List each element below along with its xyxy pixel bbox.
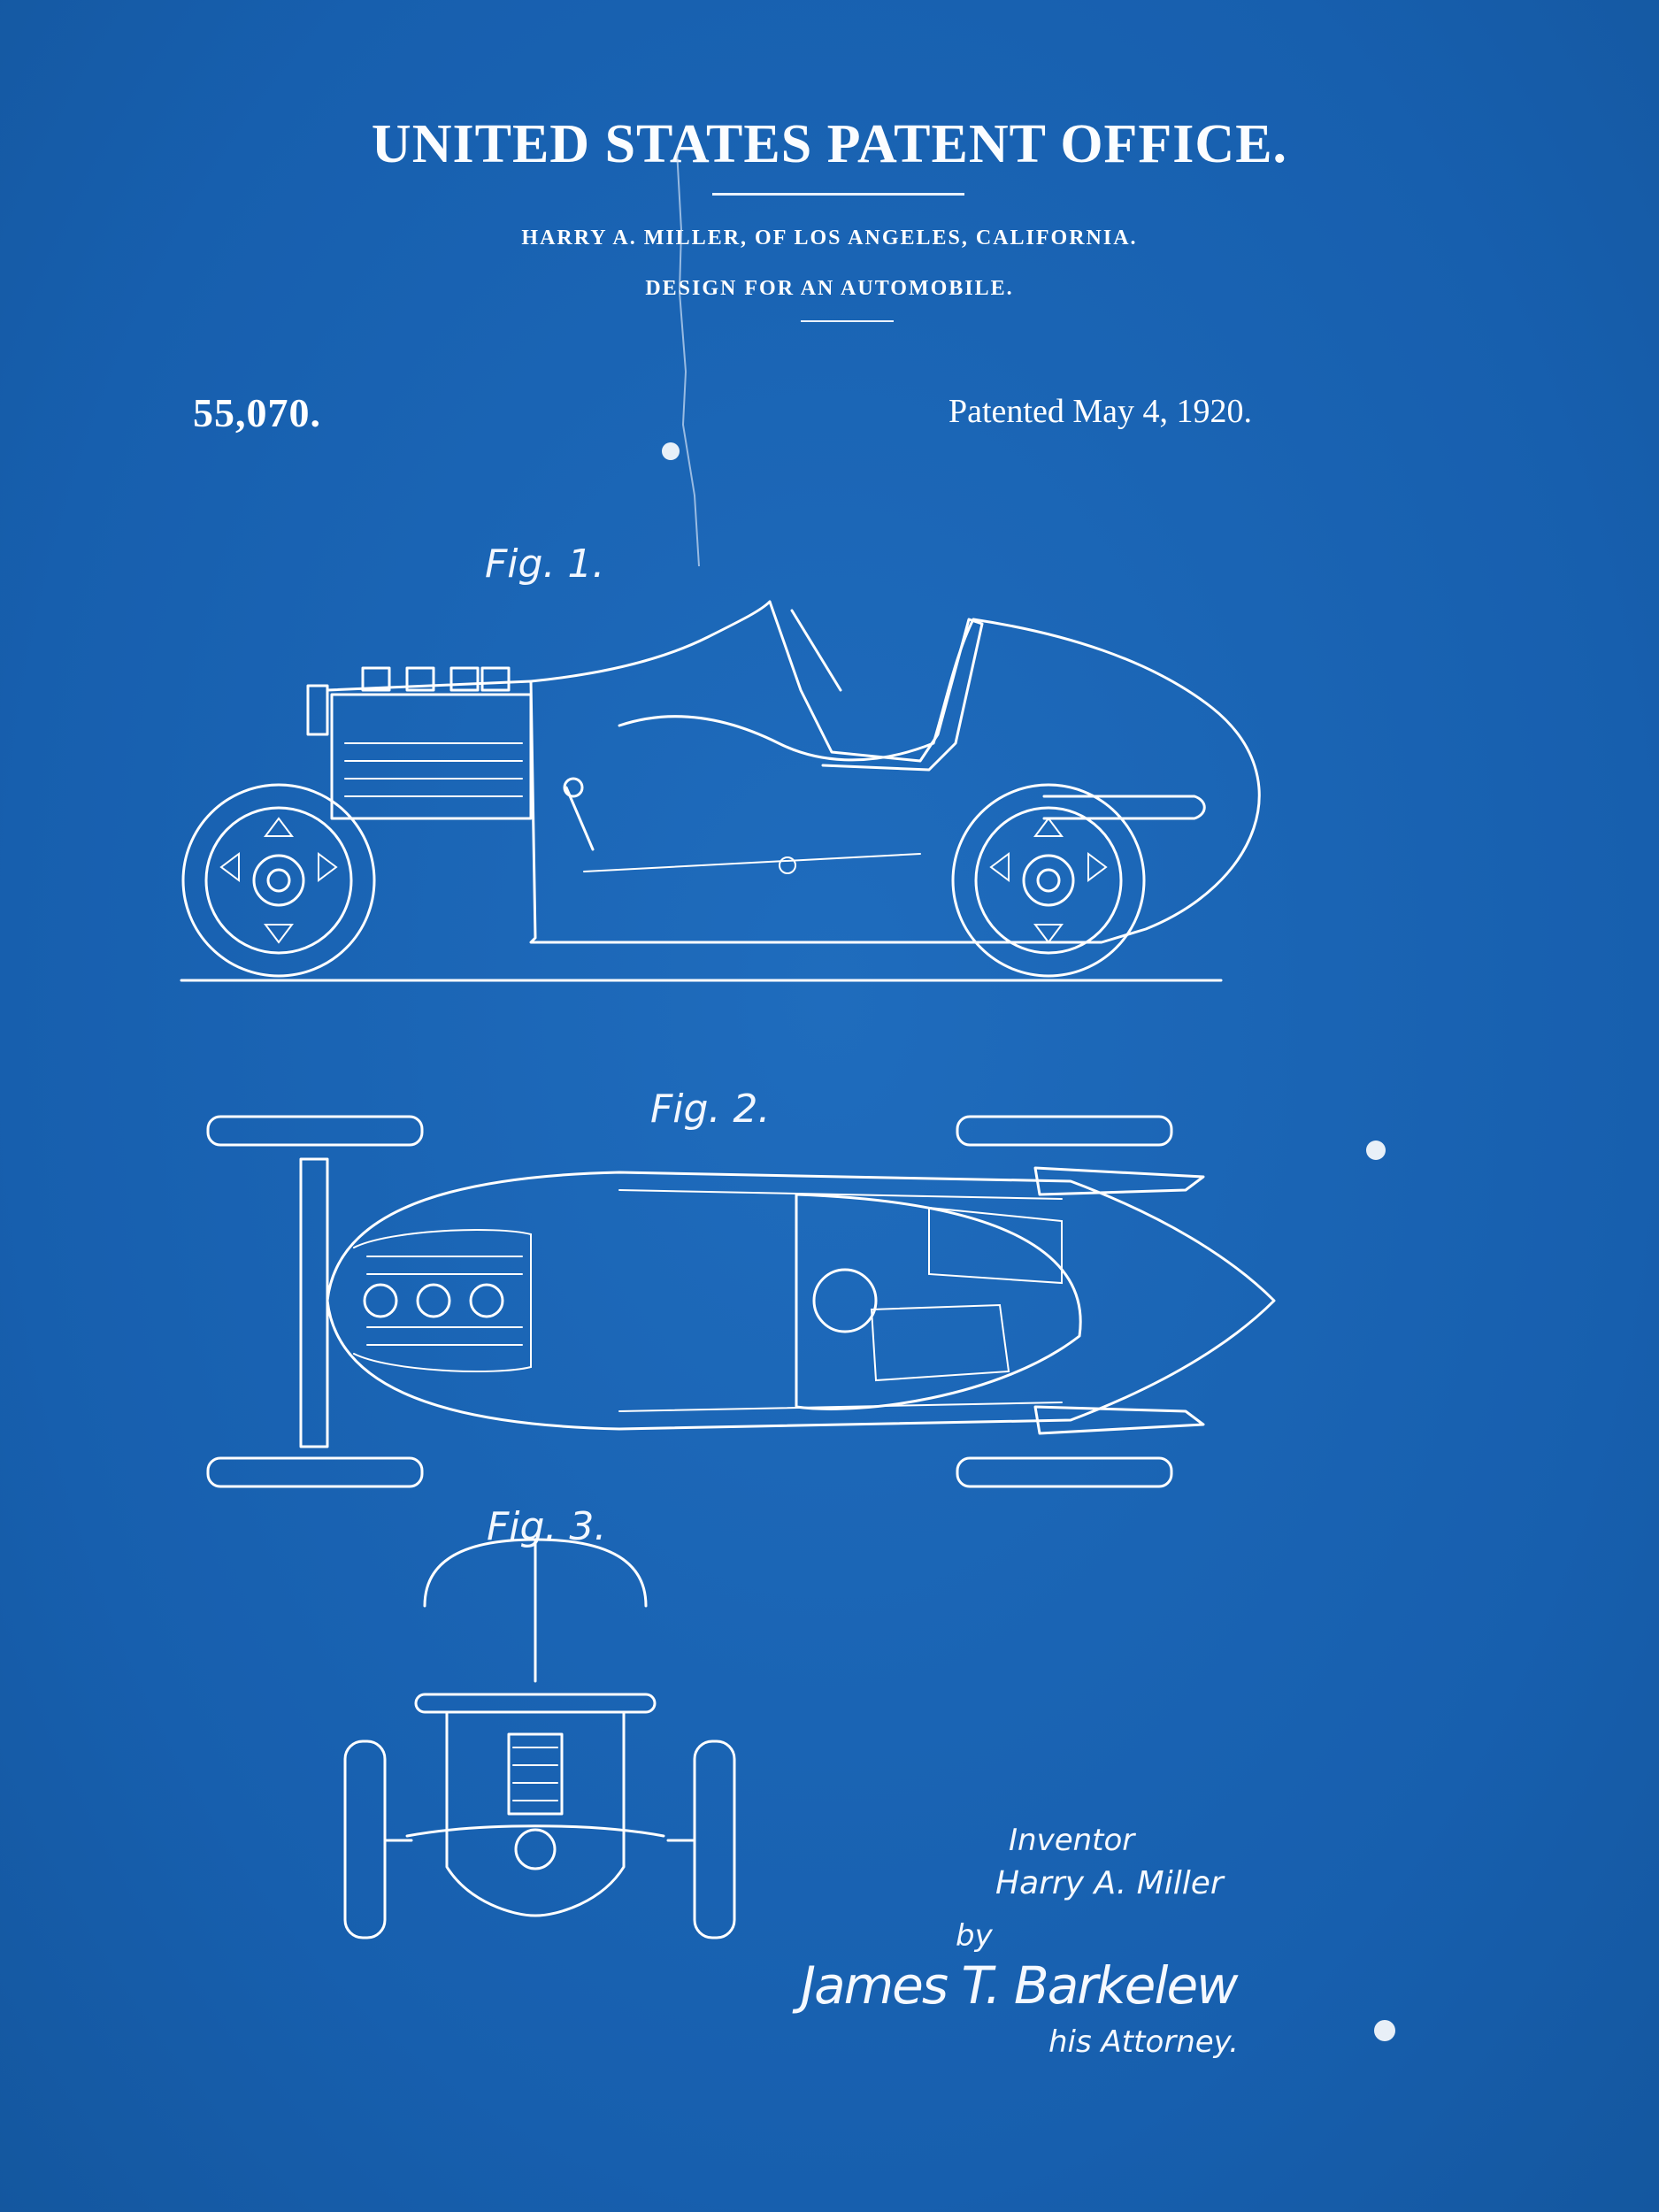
- exhaust-tip-right: [1033, 1405, 1205, 1435]
- front-wheel-tire: [181, 783, 376, 978]
- cylinder-3: [469, 1283, 504, 1318]
- front-wheel-spokes: [219, 817, 338, 944]
- lever-knob: [563, 777, 584, 798]
- heading-rule: [712, 193, 964, 196]
- engine-hood: [353, 1229, 532, 1372]
- cockpit-opening: [795, 1193, 1082, 1410]
- attorney-label: his Attorney.: [1048, 2024, 1239, 2060]
- attorney-signature: James T. Barkelew: [801, 1955, 1239, 2016]
- front-left-tire: [206, 1115, 424, 1147]
- engine-block: [330, 693, 533, 820]
- paper-spot: [1374, 2020, 1395, 2041]
- front-tire-right: [693, 1740, 736, 1939]
- rear-left-tire: [956, 1115, 1173, 1147]
- fig2-top-view: [206, 1115, 1276, 1488]
- front-hub: [514, 1828, 557, 1870]
- by-label: by: [956, 1918, 993, 1954]
- hood-louvers: [366, 1256, 523, 1346]
- gear-lever: [565, 786, 595, 851]
- front-wheel-hub: [252, 854, 305, 907]
- cylinder-1: [363, 1283, 398, 1318]
- body-front: [445, 1710, 626, 1917]
- exhaust-tip-left: [1033, 1166, 1205, 1196]
- patent-date: Patented May 4, 1920.: [948, 393, 1252, 430]
- hull-inner-lines: [618, 1189, 1063, 1412]
- rod-pivot: [779, 856, 796, 874]
- carb-1: [361, 666, 391, 692]
- inventor-name: Harry A. Miller: [995, 1865, 1224, 1901]
- rear-wheel-axle: [1036, 868, 1061, 893]
- cylinder-2: [416, 1283, 451, 1318]
- rear-wheel-tire: [951, 783, 1146, 978]
- front-axle: [299, 1157, 329, 1448]
- inventor-label: Inventor: [1009, 1823, 1135, 1858]
- front-tire-left: [343, 1740, 387, 1939]
- inventor-line: HARRY A. MILLER, OF LOS ANGELES, CALIFOR…: [521, 227, 1138, 250]
- front-wheel-rim: [204, 806, 353, 955]
- carb-3: [449, 666, 480, 692]
- carb-2: [405, 666, 435, 692]
- cockpit-outline: [768, 600, 984, 772]
- radiator-cap: [306, 684, 329, 736]
- patent-number: 55,070.: [193, 390, 321, 435]
- rear-wheel-hub: [1022, 854, 1075, 907]
- fig3-front-view: [343, 1538, 736, 1939]
- radiator: [507, 1732, 564, 1816]
- fig1-label: Fig. 1.: [485, 541, 605, 587]
- seat-back: [928, 1206, 1063, 1285]
- seat-cushion: [870, 1303, 1010, 1382]
- carb-4: [480, 666, 511, 692]
- steering-column: [790, 609, 842, 692]
- radiator-fins: [512, 1747, 558, 1801]
- rear-wheel-rim: [974, 806, 1123, 955]
- fig2-label: Fig. 2.: [650, 1087, 771, 1132]
- paper-spot: [1366, 1141, 1386, 1160]
- steering-wheel: [812, 1268, 878, 1333]
- cowl-line: [529, 600, 772, 683]
- fig1-side-view: [180, 600, 1261, 982]
- front-wheel-axle: [266, 868, 291, 893]
- front-right-tire: [206, 1456, 424, 1488]
- rear-right-tire: [956, 1456, 1173, 1488]
- rear-wheel-spokes: [989, 817, 1108, 944]
- paper-spot: [662, 442, 680, 460]
- hull-outline: [326, 1171, 1276, 1431]
- exhaust-pipe: [1042, 795, 1206, 820]
- patent-office-heading: UNITED STATES PATENT OFFICE.: [371, 114, 1288, 174]
- car-body-outline: [326, 618, 1261, 944]
- brake-rod: [583, 853, 921, 872]
- design-rule: [801, 320, 894, 322]
- design-title: DESIGN FOR AN AUTOMOBILE.: [645, 277, 1014, 300]
- front-axle-beam: [405, 1824, 665, 1838]
- steering-bar: [414, 1693, 657, 1714]
- paper-tear: [676, 150, 700, 567]
